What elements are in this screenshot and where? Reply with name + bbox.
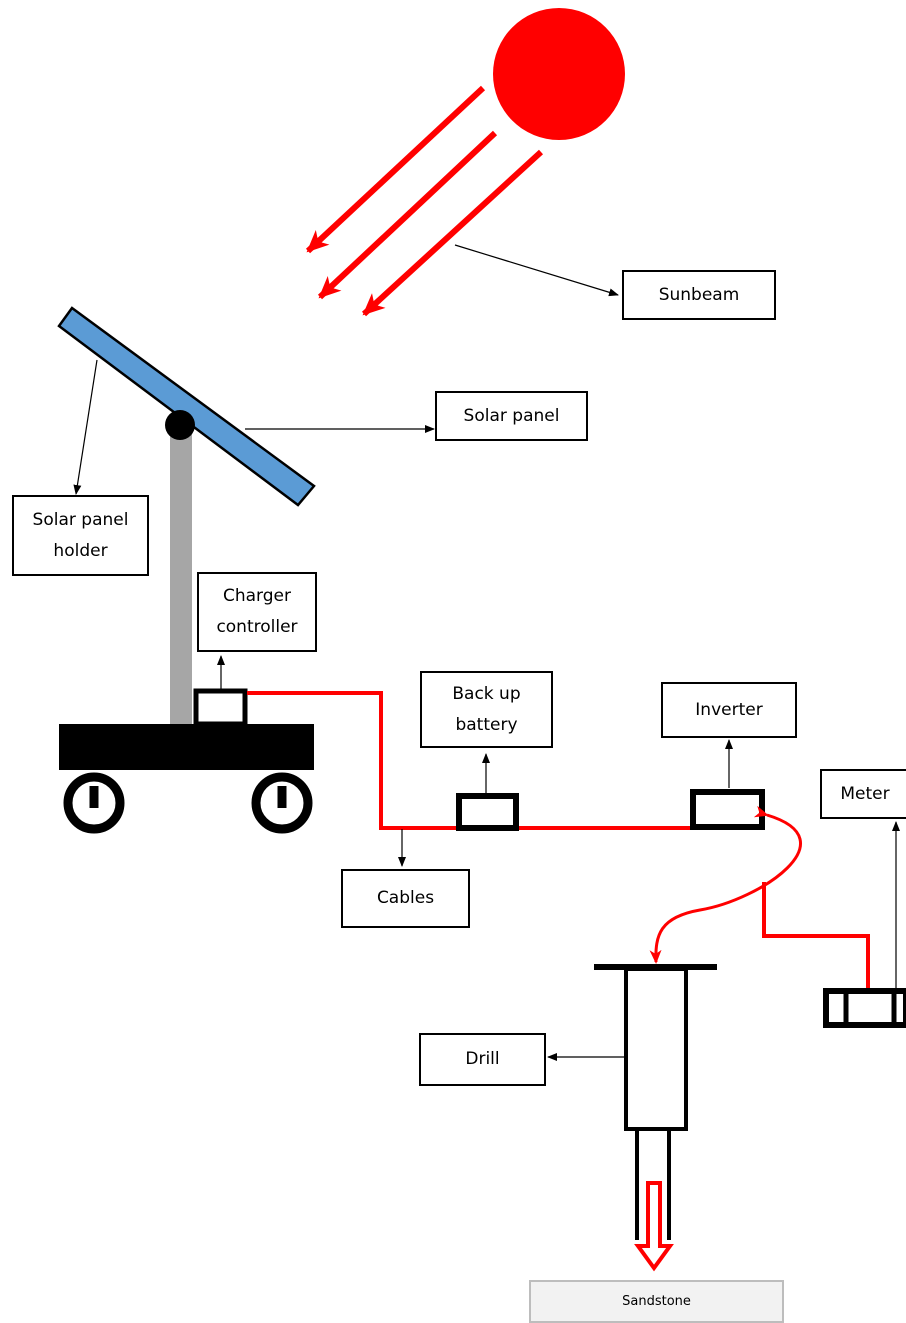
label-charger-controller: Charger controller — [197, 572, 317, 652]
inverter-drill-cable — [649, 805, 802, 964]
meter-device — [823, 988, 906, 1028]
sunbeam-ray — [361, 149, 544, 317]
label-backup-battery: Back up battery — [420, 671, 553, 748]
cart-wheel-right — [251, 772, 313, 834]
sun-icon — [493, 8, 625, 140]
label-solar-panel: Solar panel — [435, 391, 588, 441]
sunbeam-pointer — [454, 244, 619, 297]
label-inverter: Inverter — [661, 682, 797, 738]
battery-device — [456, 793, 519, 831]
solar-panel — [57, 306, 316, 507]
cart-wheel-left — [63, 772, 125, 834]
drill-bit-arrow — [634, 1181, 674, 1272]
panel-pivot — [165, 410, 195, 440]
label-solar-panel-holder: Solar panel holder — [12, 495, 149, 576]
label-drill: Drill — [419, 1033, 546, 1086]
label-cables: Cables — [341, 869, 470, 928]
meter-cable — [762, 882, 870, 990]
charger-controller-device — [193, 688, 248, 727]
drill-body — [624, 967, 688, 1131]
label-sunbeam: Sunbeam — [622, 270, 776, 320]
cart-body — [59, 724, 314, 770]
label-sandstone: Sandstone — [529, 1280, 784, 1323]
holder-pointer — [73, 359, 98, 495]
sunbeam-ray — [317, 130, 498, 300]
inverter-device — [690, 789, 765, 830]
label-meter: Meter — [820, 769, 906, 819]
main-cable — [247, 691, 692, 830]
panel-holder-pole — [170, 423, 192, 730]
sunbeam-ray — [305, 85, 486, 254]
sunbeam-rays — [305, 85, 544, 317]
